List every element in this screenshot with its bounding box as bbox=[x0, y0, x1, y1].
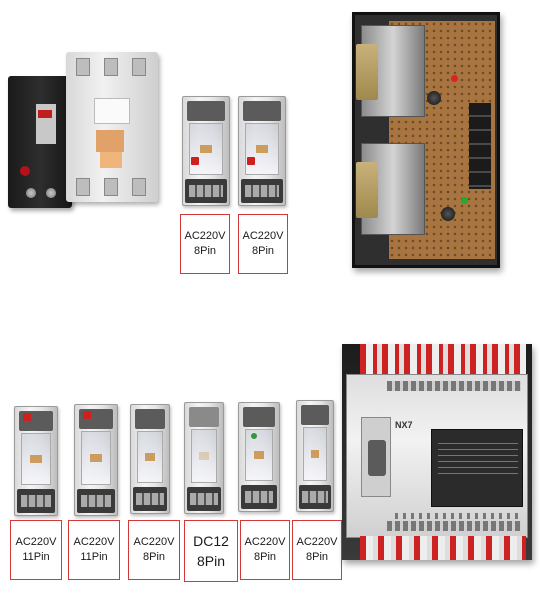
relay-photo bbox=[74, 404, 118, 516]
plc-module-photo: NX7 bbox=[342, 344, 532, 560]
relay-spec-label: AC220V 8Pin bbox=[240, 520, 290, 580]
magnetic-contactor-photo bbox=[66, 52, 158, 202]
voltage-text: DC12 bbox=[193, 533, 229, 549]
relay-photo bbox=[130, 404, 170, 514]
transformer-board-photo bbox=[352, 12, 500, 268]
relay-photo bbox=[182, 96, 230, 206]
voltage-text: AC220V bbox=[244, 536, 286, 548]
pin-count-text: 11Pin bbox=[22, 551, 50, 563]
relay-photo bbox=[296, 400, 334, 512]
relay-spec-label: AC220V 8Pin bbox=[292, 520, 342, 580]
circuit-breaker-photo bbox=[8, 76, 72, 208]
relay-spec-label: AC220V 8Pin bbox=[238, 214, 288, 274]
voltage-text: AC220V bbox=[184, 230, 226, 242]
voltage-text: AC220V bbox=[296, 536, 338, 548]
pin-count-text: 8Pin bbox=[253, 551, 277, 563]
serial-port-photo bbox=[368, 440, 386, 476]
pin-count-text: 8Pin bbox=[196, 553, 226, 569]
relay-spec-label: AC220V 11Pin bbox=[68, 520, 120, 580]
voltage-text: AC220V bbox=[73, 536, 115, 548]
pin-count-text: 8Pin bbox=[305, 551, 329, 563]
pin-count-text: 8Pin bbox=[251, 245, 275, 257]
plc-brand-text: NX7 bbox=[395, 420, 413, 430]
voltage-text: AC220V bbox=[242, 230, 284, 242]
pin-count-text: 8Pin bbox=[142, 551, 166, 563]
relay-spec-label: AC220V 8Pin bbox=[180, 214, 230, 274]
relay-photo bbox=[184, 402, 224, 514]
voltage-text: AC220V bbox=[133, 536, 175, 548]
relay-spec-label: AC220V 11Pin bbox=[10, 520, 62, 580]
relay-spec-label: AC220V 8Pin bbox=[128, 520, 180, 580]
breaker-reset-button-photo bbox=[20, 166, 30, 176]
pin-count-text: 11Pin bbox=[80, 551, 108, 563]
relay-photo bbox=[14, 406, 58, 516]
relay-photo bbox=[238, 402, 280, 512]
pin-count-text: 8Pin bbox=[193, 245, 217, 257]
voltage-text: AC220V bbox=[15, 536, 57, 548]
relay-spec-label: DC12 8Pin bbox=[184, 520, 238, 582]
relay-photo bbox=[238, 96, 286, 206]
